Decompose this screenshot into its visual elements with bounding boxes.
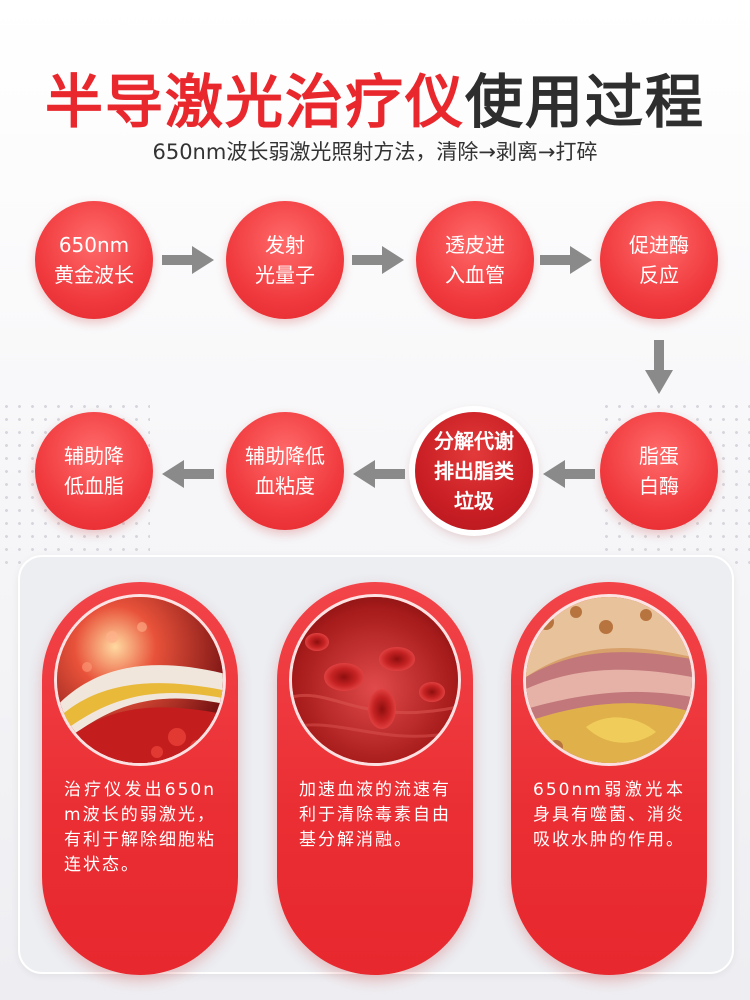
flow-step-enter-vessels: 透皮进 入血管	[416, 201, 534, 319]
flow-step-emit-photons: 发射 光量子	[226, 201, 344, 319]
benefit-card-text: 治疗仪发出650nm波长的弱激光，有利于解除细胞粘连状态。	[64, 780, 216, 875]
arrow-left-icon	[543, 460, 595, 488]
vessel-cross-section-illustration	[523, 594, 695, 766]
flow-step-golden-wavelength: 650nm 黄金波长	[35, 201, 153, 319]
title-rest: 使用过程	[465, 68, 706, 136]
title-highlight: 半导激光治疗仪	[44, 68, 465, 136]
flow-step-label: 促进酶 反应	[629, 233, 689, 287]
page-subtitle: 650nm波长弱激光照射方法，清除→剥离→打碎	[152, 140, 598, 164]
benefit-card-anti-inflammation: 650nm弱激光本身具有噬菌、消炎吸收水肿的作用。	[511, 582, 707, 975]
benefit-card-text: 加速血液的流速有利于清除毒素自由基分解消融。	[299, 780, 451, 850]
flow-step-label: 透皮进 入血管	[445, 233, 505, 287]
flow-step-label: 辅助降 低血脂	[64, 444, 124, 498]
benefit-card-cell-adhesion: 治疗仪发出650nm波长的弱激光，有利于解除细胞粘连状态。	[42, 582, 238, 975]
artery-plaque-illustration	[54, 594, 226, 766]
arrow-right-icon	[162, 246, 214, 274]
arrow-left-icon	[162, 460, 214, 488]
flow-step-metabolize-lipids: 分解代谢 排出脂类 垃圾	[415, 412, 533, 530]
flow-step-label: 脂蛋 白酶	[639, 444, 679, 498]
red-blood-cells-illustration	[289, 594, 461, 766]
flow-step-label: 650nm 黄金波长	[54, 233, 134, 287]
arrow-right-icon	[540, 246, 592, 274]
arrow-left-icon	[353, 460, 405, 488]
arrow-down-icon	[645, 340, 673, 394]
flow-step-lipoprotein-lipase: 脂蛋 白酶	[600, 412, 718, 530]
flow-step-lower-viscosity: 辅助降低 血粘度	[226, 412, 344, 530]
arrow-right-icon	[352, 246, 404, 274]
flow-step-label: 发射 光量子	[255, 233, 315, 287]
page-title: 半导激光治疗仪使用过程	[0, 55, 750, 139]
flow-step-label: 分解代谢 排出脂类 垃圾	[434, 429, 514, 513]
flow-step-lower-lipids: 辅助降 低血脂	[35, 412, 153, 530]
flow-step-enzyme-reaction: 促进酶 反应	[600, 201, 718, 319]
flow-step-label: 辅助降低 血粘度	[245, 444, 325, 498]
benefit-card-blood-flow: 加速血液的流速有利于清除毒素自由基分解消融。	[277, 582, 473, 975]
benefit-card-text: 650nm弱激光本身具有噬菌、消炎吸收水肿的作用。	[533, 780, 685, 850]
